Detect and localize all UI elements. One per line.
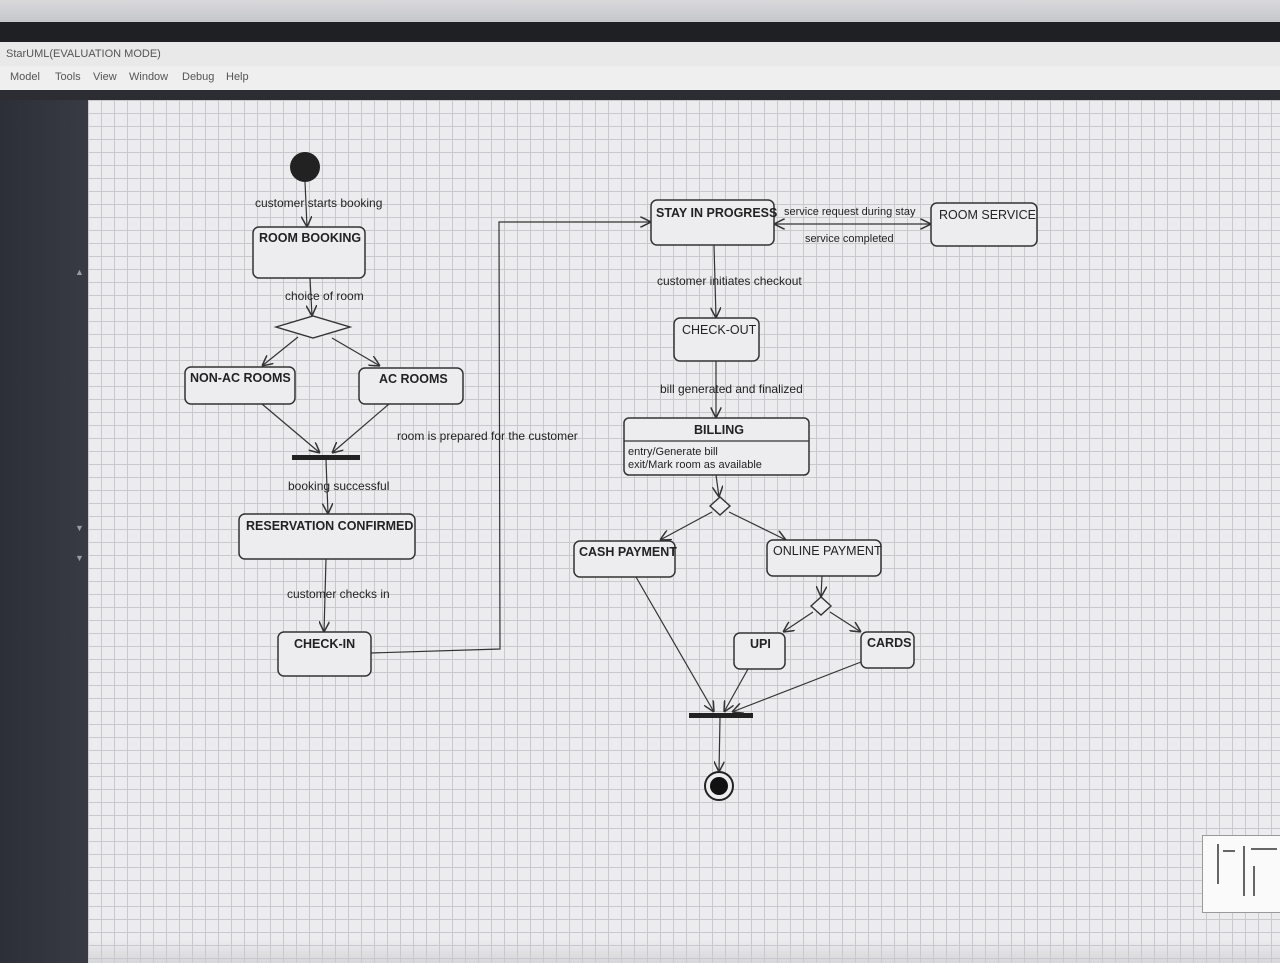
transition-booking-successful[interactable] <box>326 459 328 514</box>
state-check-in[interactable]: CHECK-IN <box>277 631 372 677</box>
transition-ac-to-join[interactable] <box>332 403 390 453</box>
join-bar-payment[interactable] <box>689 713 753 718</box>
monitor-bezel <box>0 22 1280 42</box>
label-booking-successful: booking successful <box>288 479 389 493</box>
menu-model[interactable]: Model <box>10 71 40 83</box>
transition-to-payment-decision[interactable] <box>716 474 719 497</box>
transition-initiate-checkout[interactable] <box>714 244 716 318</box>
transition-cash-to-join[interactable] <box>635 576 714 712</box>
transition-to-ac[interactable] <box>331 337 380 366</box>
state-cash-payment-name: CASH PAYMENT <box>579 545 677 559</box>
label-service-request: service request during stay <box>784 206 916 218</box>
initial-node[interactable] <box>290 152 320 182</box>
label-customer-starts-booking: customer starts booking <box>255 196 382 210</box>
transition-choice[interactable] <box>310 277 312 316</box>
state-room-service[interactable]: ROOM SERVICE <box>930 202 1038 247</box>
state-billing-name: BILLING <box>694 423 744 437</box>
label-choice-of-room: choice of room <box>285 289 364 303</box>
state-reservation-confirmed-name: RESERVATION CONFIRMED <box>246 519 413 533</box>
label-service-completed: service completed <box>805 233 894 245</box>
decision-node-online-method[interactable] <box>809 596 833 616</box>
state-non-ac-rooms[interactable]: NON-AC ROOMS <box>184 366 296 405</box>
menu-help[interactable]: Help <box>226 71 249 83</box>
label-customer-initiates-checkout: customer initiates checkout <box>657 274 802 288</box>
menu-debug[interactable]: Debug <box>182 71 215 83</box>
transition-to-online[interactable] <box>728 511 786 540</box>
state-ac-rooms[interactable]: AC ROOMS <box>358 367 464 405</box>
transition-to-cards[interactable] <box>829 611 861 632</box>
state-room-booking-name: ROOM BOOKING <box>259 231 361 245</box>
state-check-out[interactable]: CHECK-OUT <box>673 317 760 362</box>
join-bar-booking[interactable] <box>292 455 360 460</box>
decision-node-room-type[interactable] <box>273 315 353 339</box>
menu-window[interactable]: Window <box>129 71 169 83</box>
transition-non-ac-to-join[interactable] <box>261 403 320 453</box>
label-room-prepared: room is prepared for the customer <box>397 429 578 443</box>
model-explorer-sidebar: ▲ ▼ ▼ <box>0 100 88 963</box>
label-customer-checks-in: customer checks in <box>287 587 390 601</box>
collapse-up-icon[interactable]: ▲ <box>75 267 84 277</box>
state-non-ac-rooms-name: NON-AC ROOMS <box>190 371 291 385</box>
state-stay-in-progress[interactable]: STAY IN PROGRESS <box>650 199 777 246</box>
state-cards[interactable]: CARDS <box>860 631 915 669</box>
state-upi[interactable]: UPI <box>733 632 786 670</box>
transition-to-cash[interactable] <box>660 511 713 540</box>
state-billing[interactable]: BILLING entry/Generate bill exit/Mark ro… <box>623 417 810 476</box>
state-ac-rooms-name: AC ROOMS <box>379 372 448 386</box>
screen-glare <box>88 940 1280 963</box>
expand-down-icon[interactable]: ▼ <box>75 523 84 533</box>
state-room-service-name: ROOM SERVICE <box>939 208 1036 222</box>
decision-node-payment[interactable] <box>708 496 732 516</box>
final-node[interactable] <box>704 771 734 801</box>
transition-room-prepared[interactable] <box>370 222 651 654</box>
billing-exit-action: exit/Mark room as available <box>628 459 762 471</box>
menu-view[interactable]: View <box>93 71 117 83</box>
diagram-minimap[interactable] <box>1202 835 1280 913</box>
state-online-payment[interactable]: ONLINE PAYMENT <box>766 539 882 577</box>
transition-upi-to-join[interactable] <box>724 668 749 712</box>
state-upi-name: UPI <box>750 637 771 651</box>
transition-start-booking[interactable] <box>305 181 307 227</box>
transition-to-non-ac[interactable] <box>262 336 299 366</box>
state-room-booking[interactable]: ROOM BOOKING <box>252 226 366 279</box>
billing-entry-action: entry/Generate bill <box>628 446 718 458</box>
transition-to-online-decision[interactable] <box>821 575 822 597</box>
transition-to-final[interactable] <box>719 717 720 772</box>
expand-down-icon-2[interactable]: ▼ <box>75 553 84 563</box>
menu-tools[interactable]: Tools <box>55 71 81 83</box>
state-reservation-confirmed[interactable]: RESERVATION CONFIRMED <box>238 513 416 560</box>
state-cash-payment[interactable]: CASH PAYMENT <box>573 540 677 578</box>
state-online-payment-name: ONLINE PAYMENT <box>773 544 882 558</box>
state-stay-in-progress-name: STAY IN PROGRESS <box>656 206 777 220</box>
state-cards-name: CARDS <box>867 636 911 650</box>
transition-to-upi[interactable] <box>783 611 814 632</box>
transition-checks-in[interactable] <box>324 558 326 632</box>
title-bar: StarUML(EVALUATION MODE) <box>0 42 1280 66</box>
window-title: StarUML(EVALUATION MODE) <box>6 48 161 60</box>
transition-cards-to-join[interactable] <box>732 661 862 712</box>
state-check-out-name: CHECK-OUT <box>682 323 757 337</box>
menu-bar: Model Tools View Window Debug Help <box>0 66 1280 90</box>
state-check-in-name: CHECK-IN <box>294 637 355 651</box>
label-bill-generated: bill generated and finalized <box>660 382 803 396</box>
toolbar-strip <box>0 90 1280 100</box>
